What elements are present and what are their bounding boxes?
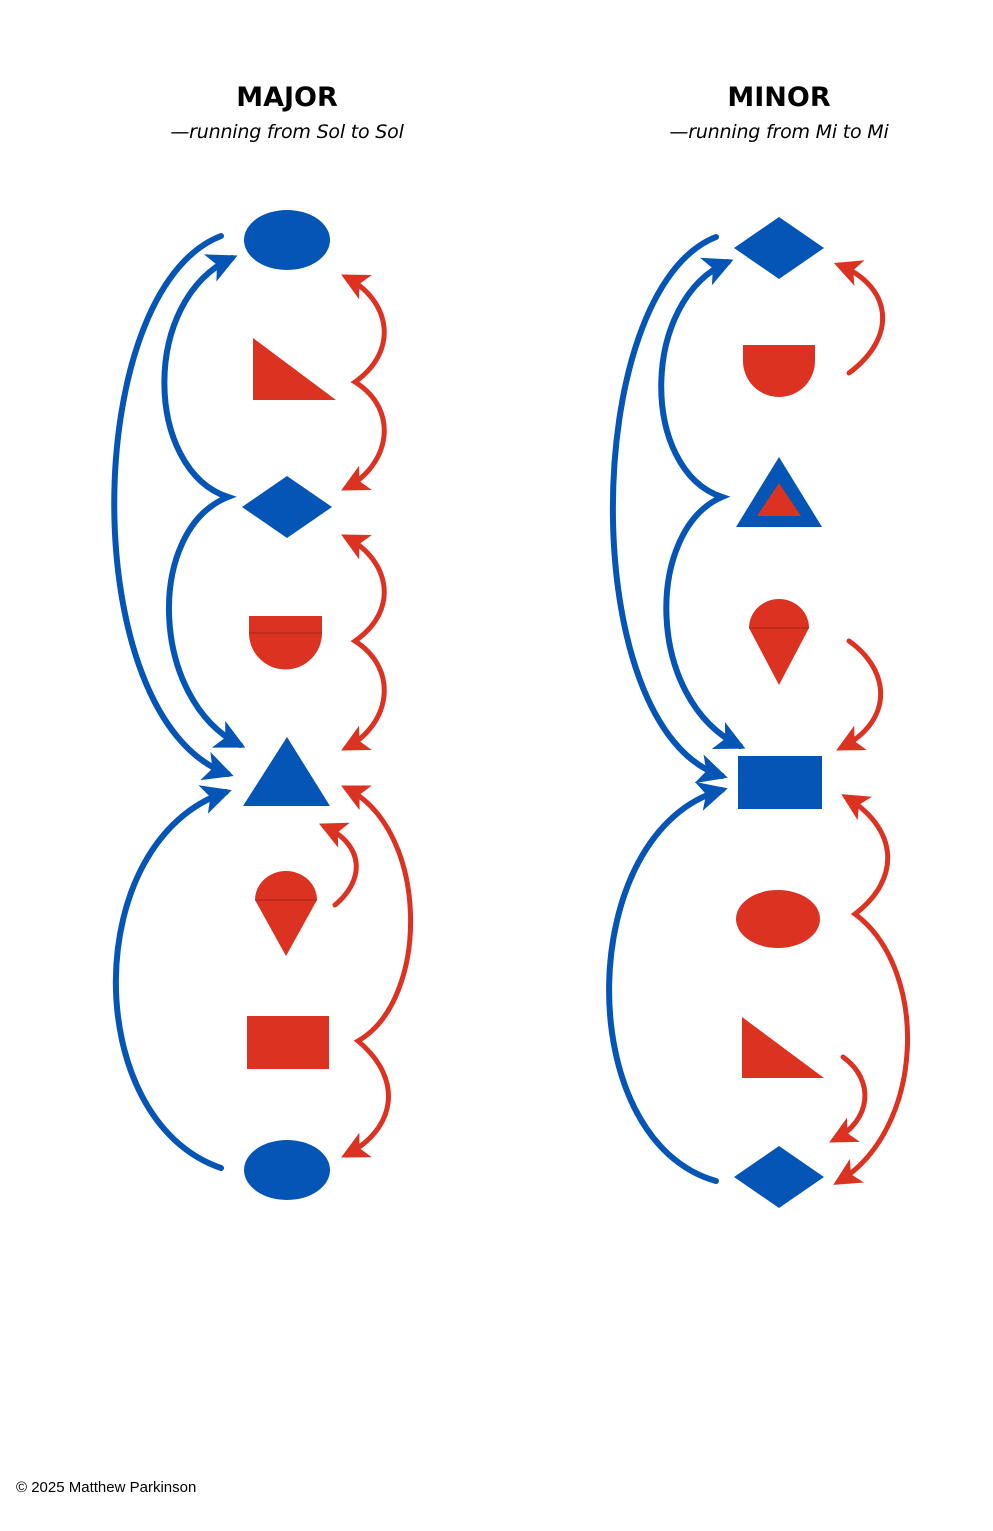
red-right-triangle-icon (253, 338, 336, 400)
red-brace-arrow (341, 785, 414, 1158)
blue-triangle-icon (243, 737, 330, 806)
red-ellipse-icon (736, 890, 820, 948)
red-drop-icon (749, 599, 809, 685)
blue-brace-arrow (161, 254, 246, 748)
copyright-notice: © 2025 Matthew Parkinson (16, 1479, 197, 1496)
minor-column (606, 217, 911, 1208)
blue-ellipse-icon (244, 210, 330, 270)
major-subtitle: —running from Sol to Sol (170, 121, 404, 143)
blue-brace-arrow (658, 257, 746, 750)
minor-title: MINOR (727, 82, 831, 113)
major-title: MAJOR (236, 82, 338, 113)
red-right-triangle-icon (742, 1017, 824, 1078)
blue-ellipse-icon (244, 1140, 330, 1200)
red-brace-arrow (341, 534, 387, 751)
blue-diamond-icon (734, 217, 824, 279)
blue-outlined-triangle-icon (736, 457, 822, 527)
red-arc-arrow (833, 260, 886, 376)
red-arc-arrow (319, 822, 359, 908)
red-brace-arrow (341, 274, 387, 491)
blue-arc-arrow (112, 785, 232, 1171)
blue-diamond-icon (734, 1146, 824, 1208)
red-half-circle-icon (743, 345, 815, 397)
red-half-circle-icon (249, 616, 322, 670)
minor-subtitle: —running from Mi to Mi (669, 121, 889, 143)
blue-arc-arrow (111, 233, 234, 781)
red-drop-icon (255, 871, 317, 956)
blue-arc-arrow (609, 234, 728, 784)
red-arc-arrow (836, 638, 884, 751)
minor-header: MINOR —running from Mi to Mi (599, 84, 959, 143)
blue-arc-arrow (606, 781, 728, 1184)
major-header: MAJOR —running from Sol to Sol (107, 84, 467, 143)
red-brace-arrow (833, 794, 911, 1185)
red-arc-arrow (829, 1054, 868, 1143)
red-rectangle-icon (247, 1016, 329, 1069)
blue-rectangle-icon (738, 756, 822, 809)
blue-diamond-icon (242, 476, 332, 538)
major-column (111, 210, 414, 1200)
